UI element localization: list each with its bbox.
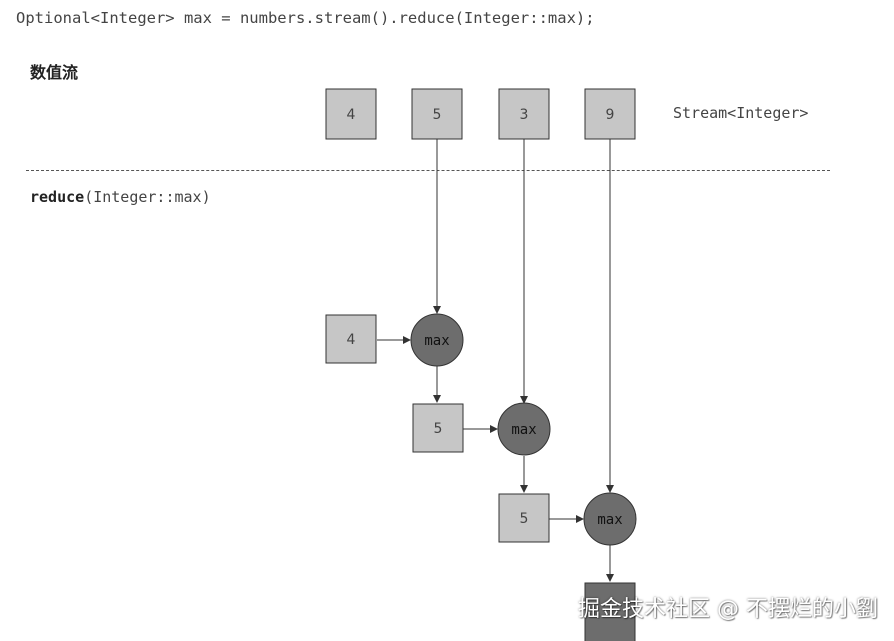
final-result-box [584,582,636,641]
max-node-3: max [583,492,637,546]
stream-value-4: 9 [606,107,615,123]
section-title: 数值流 [30,63,79,82]
reduce-method-name: reduce [30,188,85,206]
result-box-1: 5 [412,403,464,453]
stream-value-1: 4 [347,107,356,123]
reduce-argument: (Integer::max) [84,188,211,206]
result-box-2: 5 [498,493,550,543]
result-value-1: 5 [434,421,443,437]
stream-type-label: Stream<Integer> [673,104,809,122]
result-value-2: 5 [520,511,529,527]
max-node-1: max [410,313,464,367]
stream-box-4: 9 [584,88,636,140]
max-node-2: max [497,402,551,456]
code-line: Optional<Integer> max = numbers.stream()… [16,9,595,27]
stream-box-3: 3 [498,88,550,140]
max-label-2: max [511,422,536,438]
max-label-3: max [597,512,622,528]
watermark: 掘金技术社区 @ 不摆烂的小劉 [578,597,878,622]
stream-box-1: 4 [325,88,377,140]
reduce-operation-label: reduce(Integer::max) [30,188,211,206]
initial-value-box: 4 [325,314,377,364]
dashed-divider [26,170,830,171]
stream-value-2: 5 [433,107,442,123]
stream-value-3: 3 [520,107,529,123]
stream-box-2: 5 [411,88,463,140]
initial-value: 4 [347,332,356,348]
max-label-1: max [424,333,449,349]
